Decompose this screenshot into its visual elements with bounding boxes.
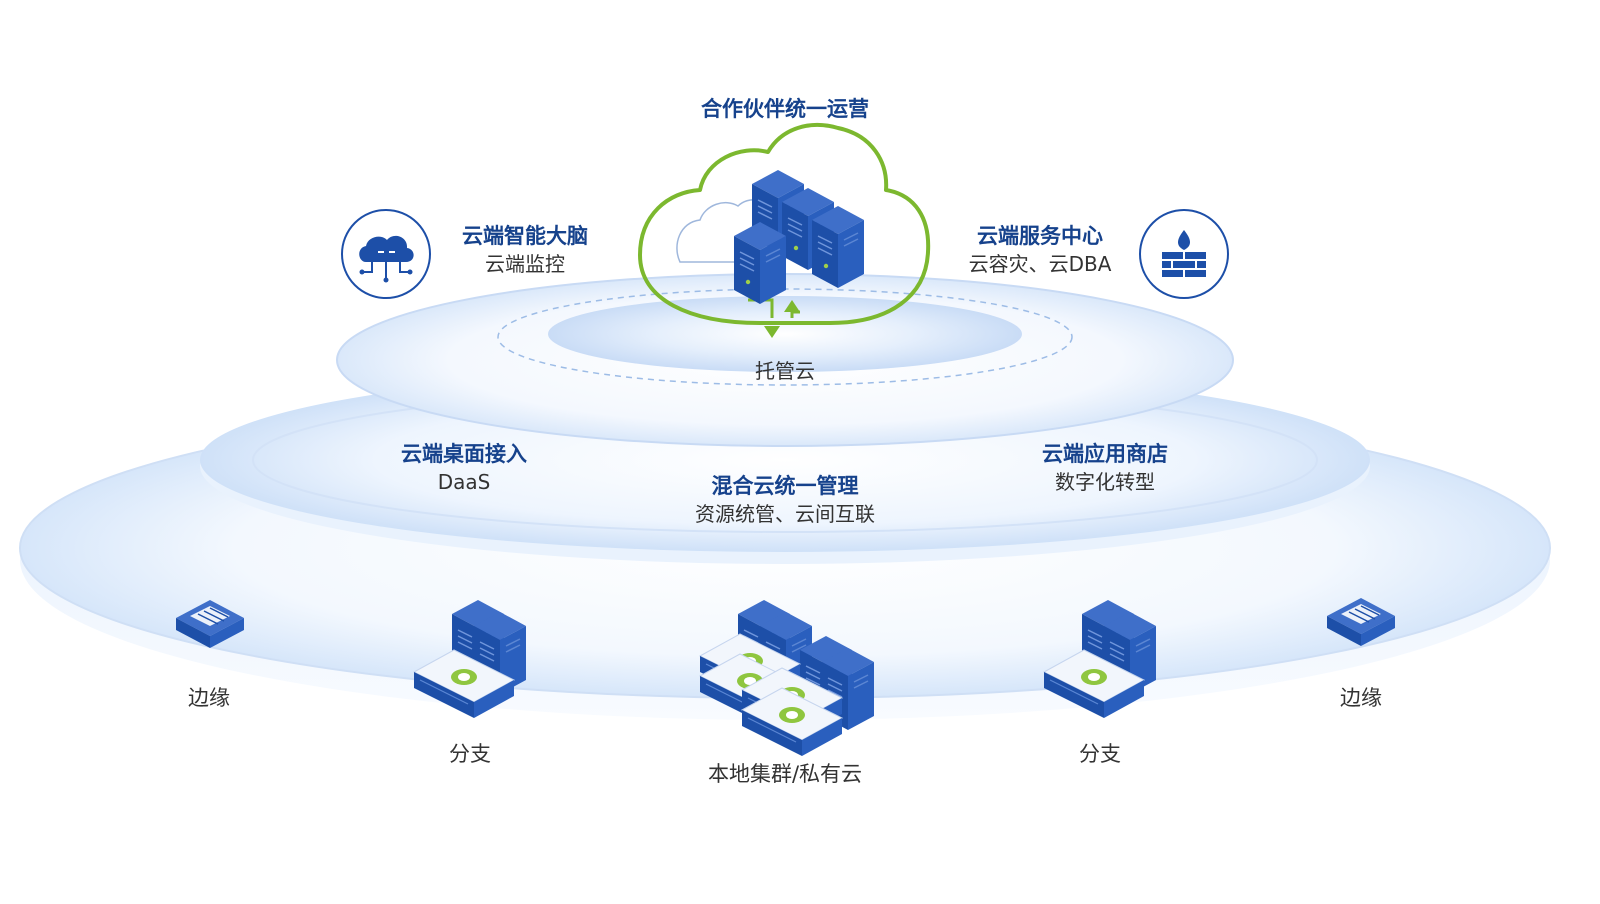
- top-title-text: 合作伙伴统一运营: [701, 97, 869, 121]
- hosted-cloud-text: 托管云: [755, 359, 815, 383]
- hybrid-cloud-label: 混合云统一管理 资源统管、云间互联: [695, 472, 875, 528]
- right-feature-label: 云端服务中心 云容灾、云DBA: [969, 222, 1112, 278]
- left-feature-title: 云端智能大脑: [462, 224, 588, 248]
- edge-right-label: 边缘: [1340, 686, 1382, 710]
- cloud-network-icon: [341, 209, 431, 299]
- desktop-access-sub: DaaS: [437, 470, 491, 494]
- firewall-icon: [1139, 209, 1229, 299]
- branch-left-label: 分支: [449, 742, 491, 766]
- hosted-cloud-label: 托管云: [755, 357, 815, 385]
- top-platform-disk: [336, 273, 1234, 447]
- left-feature-sub: 云端监控: [485, 252, 565, 276]
- hybrid-cloud-title: 混合云统一管理: [711, 474, 859, 498]
- edge-left-label: 边缘: [188, 686, 230, 710]
- app-store-title: 云端应用商店: [1042, 442, 1168, 466]
- app-store-sub: 数字化转型: [1055, 470, 1155, 494]
- right-feature-sub: 云容灾、云DBA: [968, 252, 1112, 276]
- desktop-access-label: 云端桌面接入 DaaS: [401, 440, 527, 496]
- hybrid-cloud-sub: 资源统管、云间互联: [695, 502, 875, 526]
- app-store-label: 云端应用商店 数字化转型: [1042, 440, 1168, 496]
- desktop-access-title: 云端桌面接入: [401, 442, 527, 466]
- right-feature-title: 云端服务中心: [977, 224, 1103, 248]
- branch-right-label: 分支: [1079, 742, 1121, 766]
- top-title: 合作伙伴统一运营: [701, 95, 869, 123]
- local-cluster-label: 本地集群/私有云: [707, 762, 863, 786]
- left-feature-label: 云端智能大脑 云端监控: [462, 222, 588, 278]
